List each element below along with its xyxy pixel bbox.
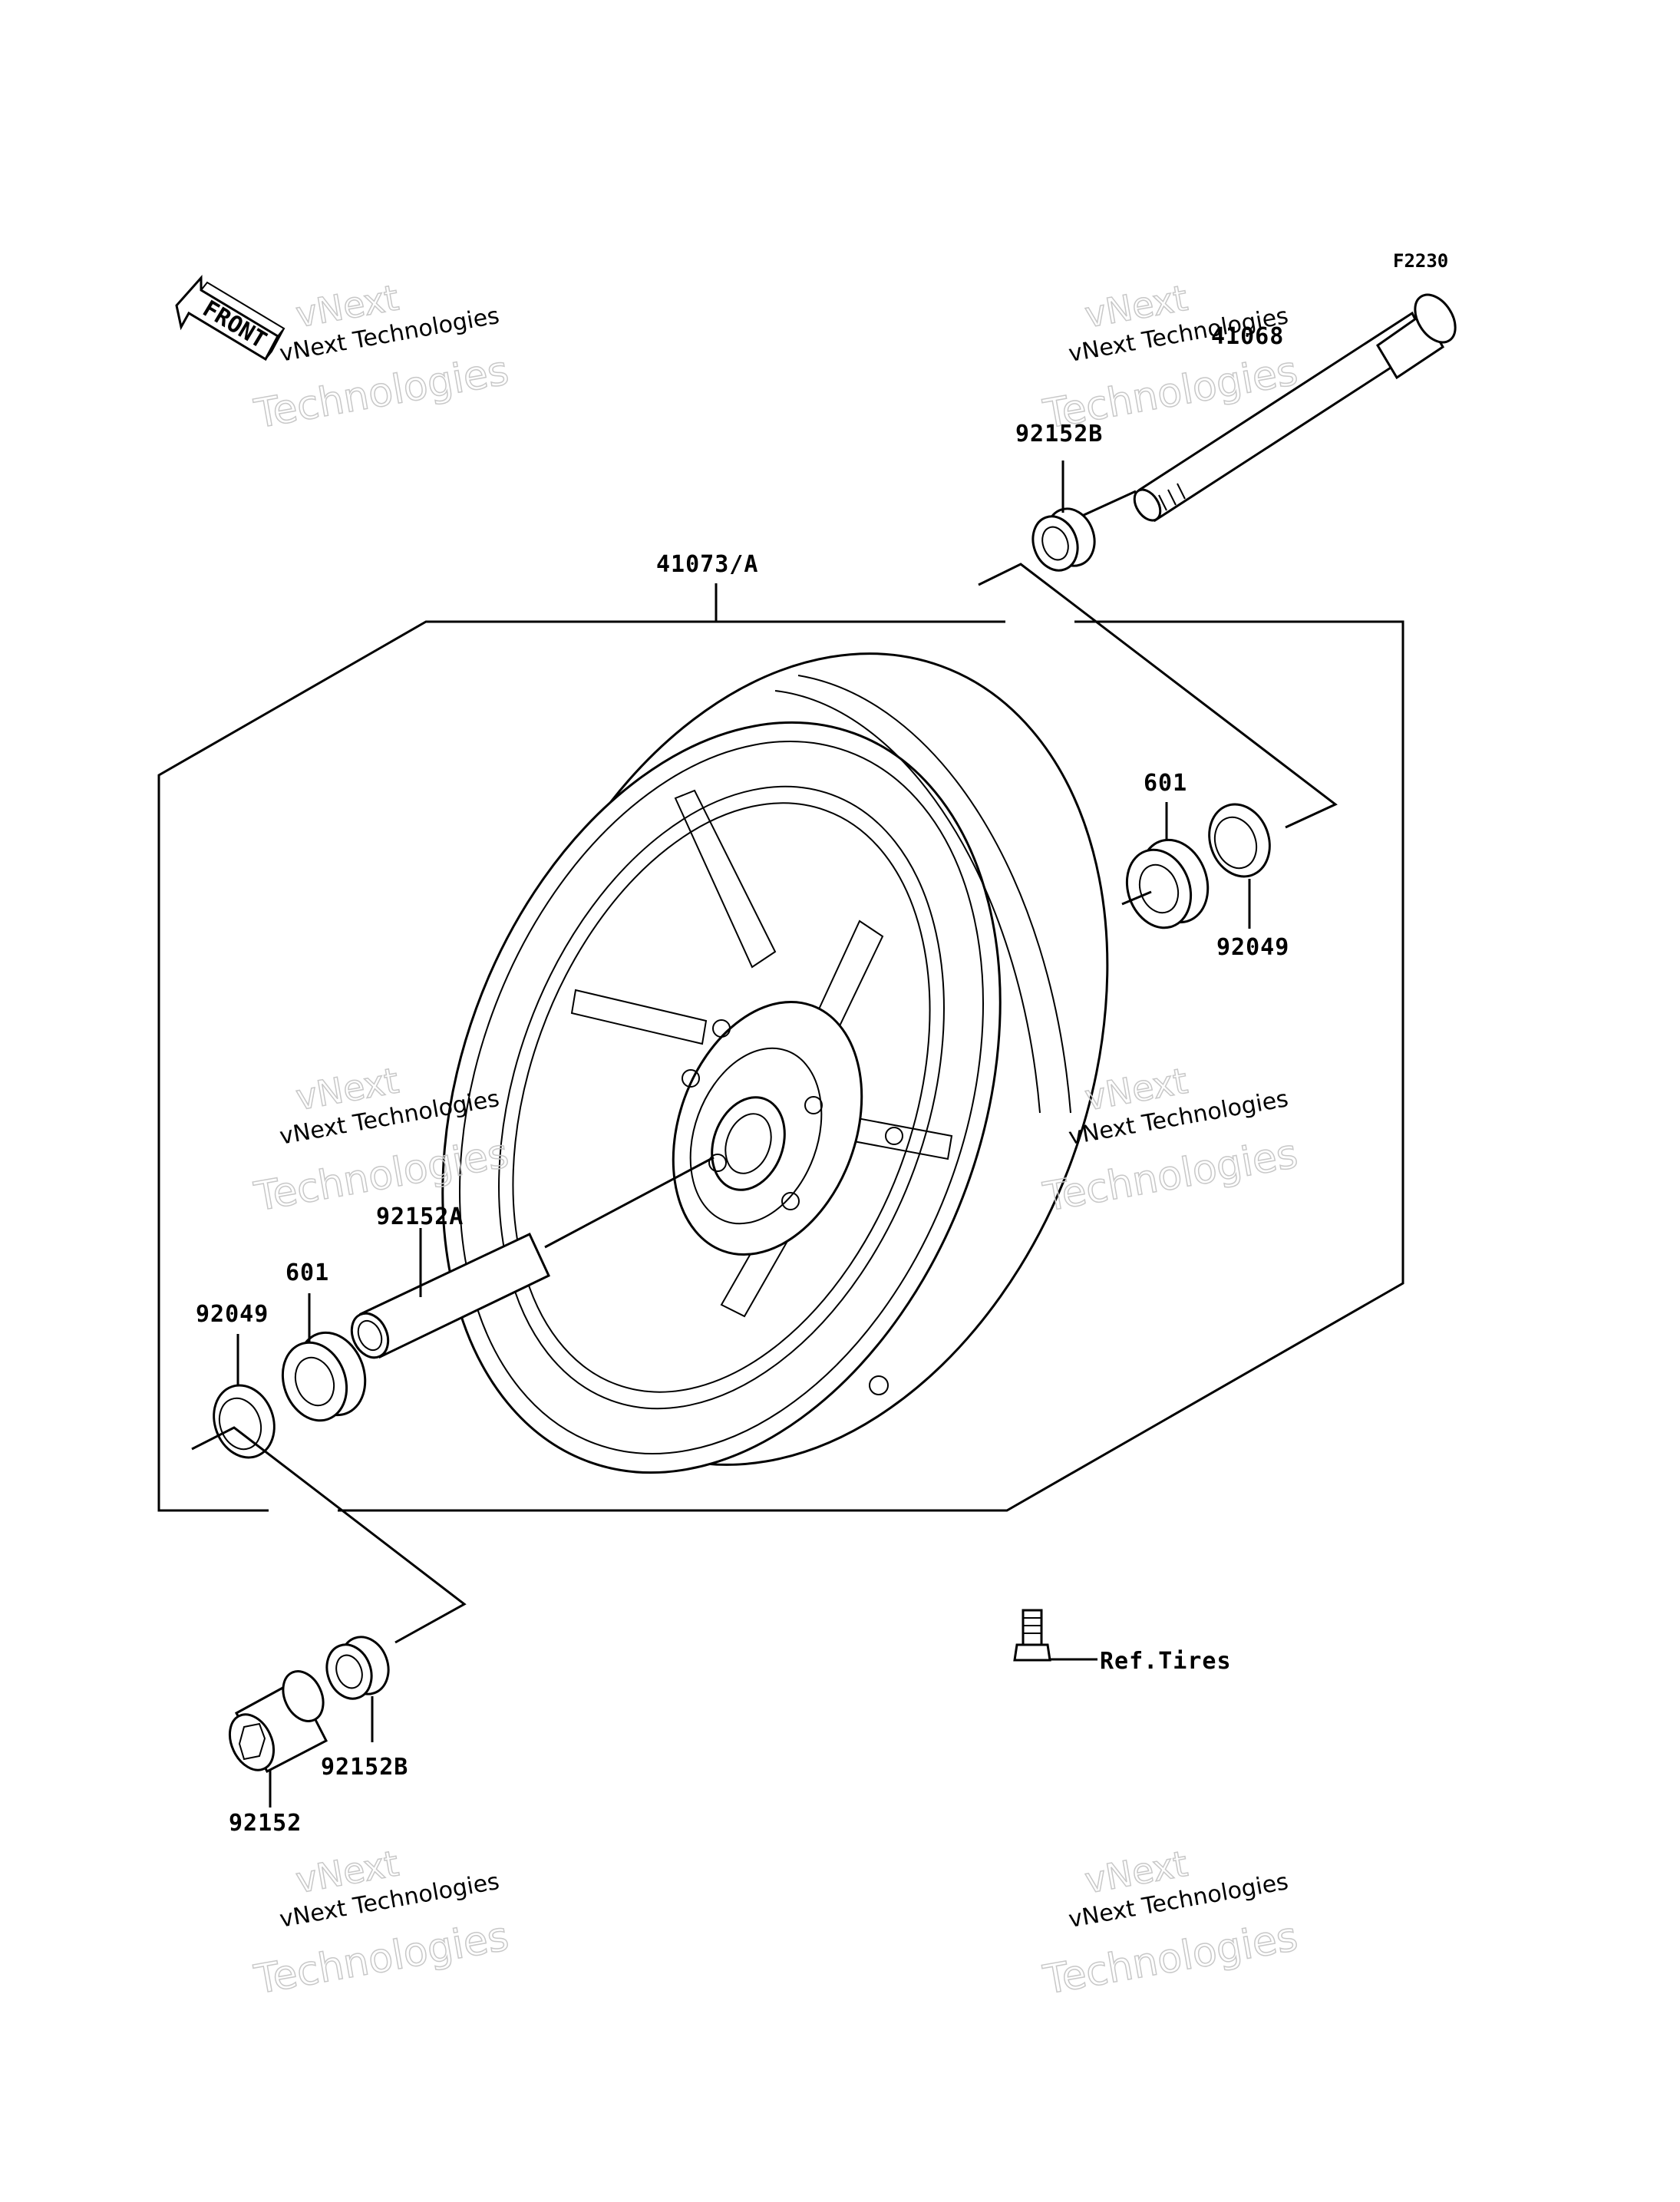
label-wheel: 41073/A xyxy=(656,551,758,578)
label-axle: 41068 xyxy=(1211,323,1284,350)
watermark-1: vNext vNext Technologies Technologies xyxy=(250,276,513,438)
assembly-outline xyxy=(157,583,1404,1512)
front-axle xyxy=(1081,293,1457,523)
collar-bottom-left xyxy=(228,1670,328,1807)
label-seal-left: 92049 xyxy=(196,1301,269,1328)
label-bearing-left: 601 xyxy=(286,1259,329,1286)
collar-top-right xyxy=(1031,461,1096,572)
seal-left xyxy=(213,1334,276,1459)
label-spacer: 92152A xyxy=(376,1203,464,1230)
bearing-right xyxy=(1121,802,1210,929)
label-valve-ref: Ref.Tires xyxy=(1100,1648,1232,1675)
label-collar-top-right: 92152B xyxy=(1015,421,1103,447)
watermark-6: vNext vNext Technologies Technologies xyxy=(1039,1842,1302,2004)
front-arrow-icon: FRONT xyxy=(175,275,286,361)
valve-icon xyxy=(1013,1609,1097,1662)
seal-right xyxy=(1208,803,1271,929)
front-wheel xyxy=(441,652,1109,1474)
label-seal-right: 92049 xyxy=(1216,934,1289,961)
label-collar-bottom-left: 92152 xyxy=(229,1810,302,1837)
watermark-5: vNext vNext Technologies Technologies xyxy=(250,1842,513,2004)
front-arrow-label: FRONT xyxy=(198,295,271,355)
label-bearing-right: 601 xyxy=(1144,770,1187,797)
figure-code: F2230 xyxy=(1393,250,1448,272)
bearing-left xyxy=(281,1293,367,1422)
collar-bottom xyxy=(325,1636,390,1742)
spacer xyxy=(350,1156,715,1359)
label-collar-bottom: 92152B xyxy=(321,1754,408,1781)
